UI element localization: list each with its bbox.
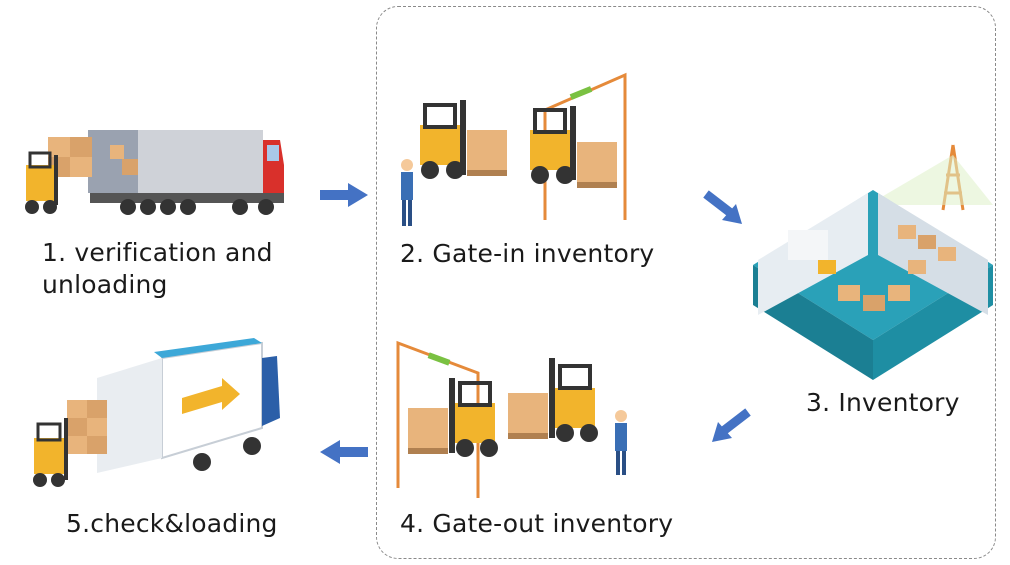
- truck-loading-icon: [33, 338, 280, 487]
- step-1-label: 1. verification and unloading: [42, 238, 273, 299]
- arrow-right-icon: [320, 183, 368, 207]
- arrow-left-icon: [320, 440, 368, 464]
- forklift-gate-in-icon: [401, 72, 627, 226]
- warehouse-icon: [753, 144, 993, 380]
- arrow-down-left-icon: [712, 408, 751, 442]
- arrow-down-right-icon: [703, 190, 742, 224]
- step-2-label: 2. Gate-in inventory: [400, 239, 655, 268]
- warehouse-process-boundary: [376, 6, 996, 559]
- forklift-gate-out-icon: [396, 340, 627, 498]
- truck-unloading-icon: [25, 130, 284, 215]
- step-5-label: 5.check&loading: [66, 509, 278, 538]
- step-3-label: 3. Inventory: [806, 388, 960, 417]
- step-4-label: 4. Gate-out inventory: [400, 509, 674, 538]
